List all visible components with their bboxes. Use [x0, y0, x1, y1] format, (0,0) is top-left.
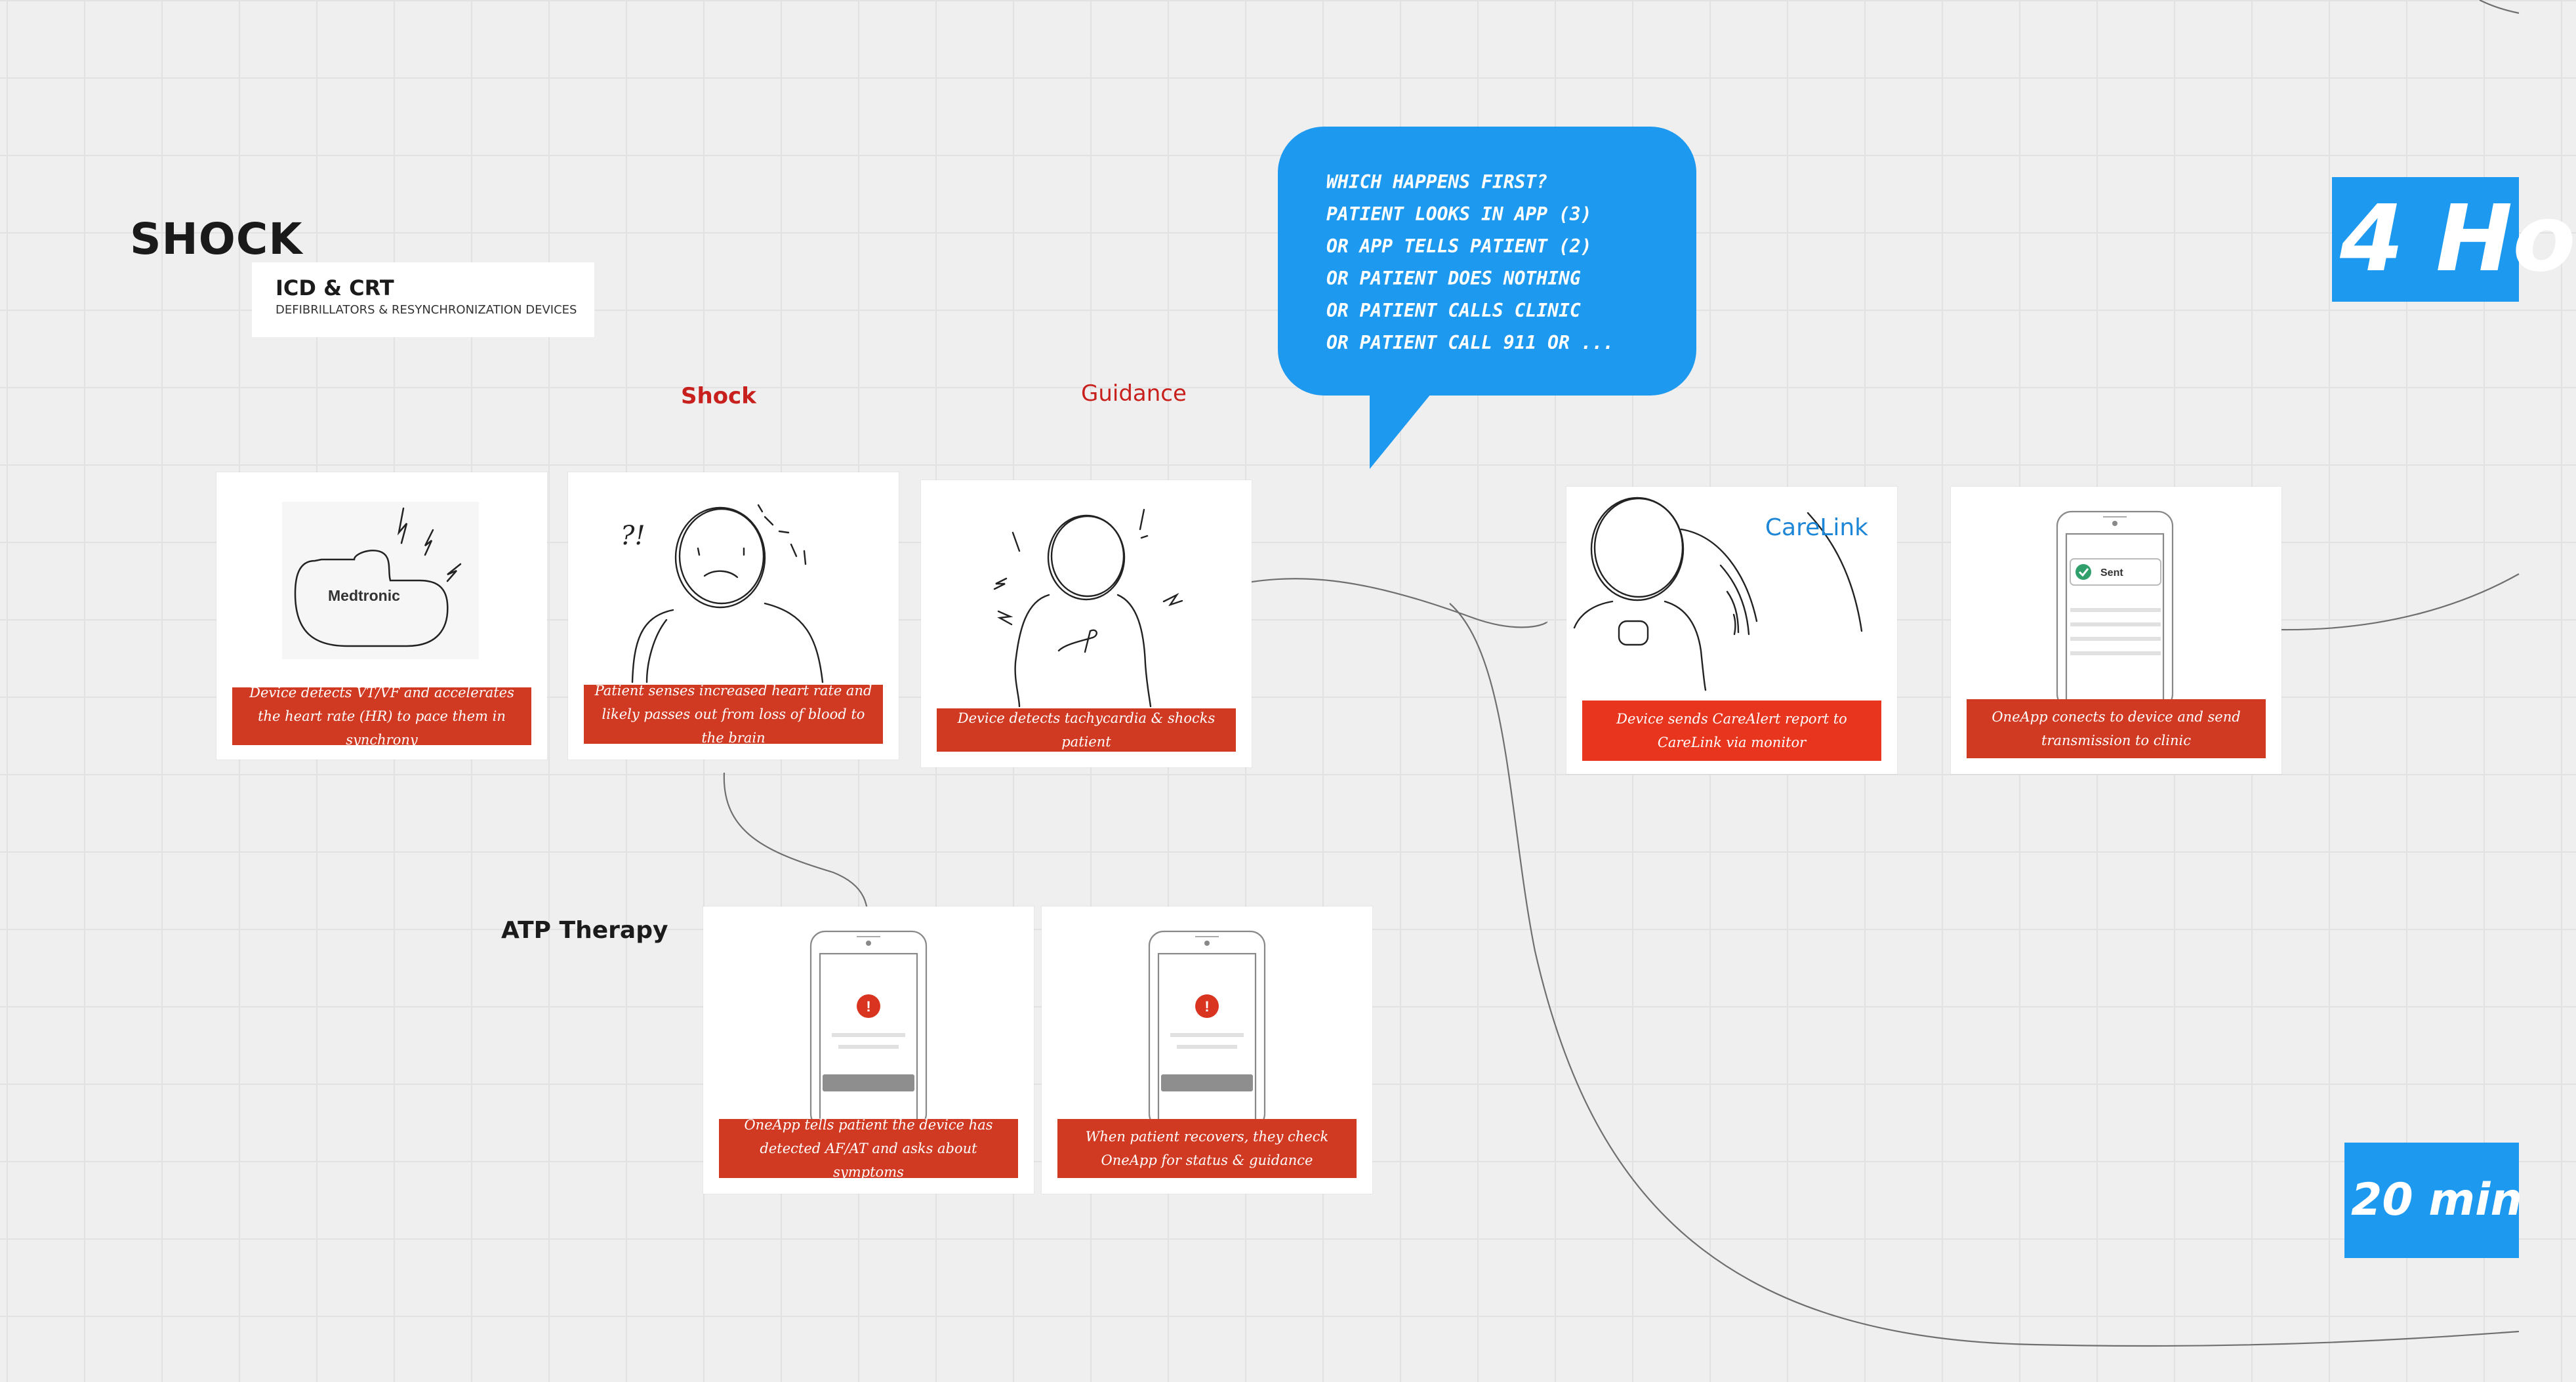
phone-alert-sketch-icon: !	[809, 930, 928, 1129]
timer-badge-4-hours[interactable]: 4 Ho	[2332, 177, 2576, 302]
step-label-shock: Shock	[681, 383, 756, 409]
card-caption: OneApp tells patient the device has dete…	[719, 1117, 1018, 1180]
storyboard-card-device-shocks[interactable]: Device detects tachycardia & shocks pati…	[921, 480, 1252, 767]
device-sketch-icon: Medtronic	[282, 502, 479, 659]
storyboard-card-patient-recovers[interactable]: ! When patient recovers, they check OneA…	[1042, 906, 1372, 1194]
storyboard-card-oneapp-alert[interactable]: ! OneApp tells patient the device has de…	[703, 906, 1034, 1194]
carelink-brand-label: CareLink	[1765, 514, 1868, 541]
bubble-line: or app tells patient (2)	[1326, 235, 1592, 257]
alert-glyph: !	[866, 998, 870, 1015]
card-caption: Device detects VT/VF and accelerates the…	[232, 685, 531, 748]
device-tag-title: ICD & CRT	[276, 275, 394, 300]
device-tag: ICD & CRT DEFIBRILLATORS & RESYNCHRONIZA…	[252, 262, 594, 337]
patient-sketch-icon: ?!	[621, 504, 824, 683]
card-caption: Patient senses increased heart rate and …	[584, 683, 883, 746]
sent-status-label: Sent	[2100, 567, 2123, 579]
shocked-patient-sketch-icon	[993, 508, 1183, 708]
speech-bubble[interactable]	[1278, 127, 1696, 396]
card-caption: When patient recovers, they check OneApp…	[1057, 1119, 1357, 1178]
speech-bubble-text: Which happens first? Patient looks in ap…	[1326, 166, 1667, 359]
card-caption: Device detects tachycardia & shocks pati…	[937, 708, 1236, 752]
bubble-line: or patient call 911 or ...	[1326, 332, 1614, 354]
device-tag-subtitle: DEFIBRILLATORS & RESYNCHRONIZATION DEVIC…	[276, 303, 577, 317]
step-label-atp-therapy: ATP Therapy	[501, 917, 668, 944]
bubble-line: or patient does nothing	[1326, 268, 1581, 289]
card-caption: OneApp conects to device and send transm…	[1967, 699, 2266, 758]
bubble-line: or patient calls clinic	[1326, 300, 1581, 321]
alert-glyph: !	[1204, 998, 1209, 1015]
storyboard-card-oneapp-sent[interactable]: Sent OneApp conects to device and send t…	[1951, 487, 2281, 774]
device-brand-label: Medtronic	[328, 587, 400, 604]
speech-bubble-tail	[1370, 387, 1437, 469]
frame-title: SHOCK	[130, 214, 303, 264]
storyboard-card-carelink-transmission[interactable]: CareLink Device sends CareAlert report t…	[1566, 487, 1897, 774]
storyboard-card-patient-senses[interactable]: ?! Patient senses increased heart rate a…	[568, 472, 899, 760]
bubble-line: Which happens first?	[1326, 171, 1548, 193]
step-label-guidance: Guidance	[1081, 380, 1187, 407]
transmitting-patient-sketch-icon	[1573, 497, 1863, 691]
timer-badge-20-min[interactable]: 20 min	[2344, 1143, 2522, 1258]
confusion-marks: ?!	[621, 521, 645, 551]
storyboard-card-device-detects[interactable]: Medtronic Device detects VT/VF and accel…	[216, 472, 547, 760]
bubble-line: Patient looks in app (3)	[1326, 203, 1592, 225]
card-caption: Device sends CareAlert report to CareLin…	[1582, 701, 1881, 761]
